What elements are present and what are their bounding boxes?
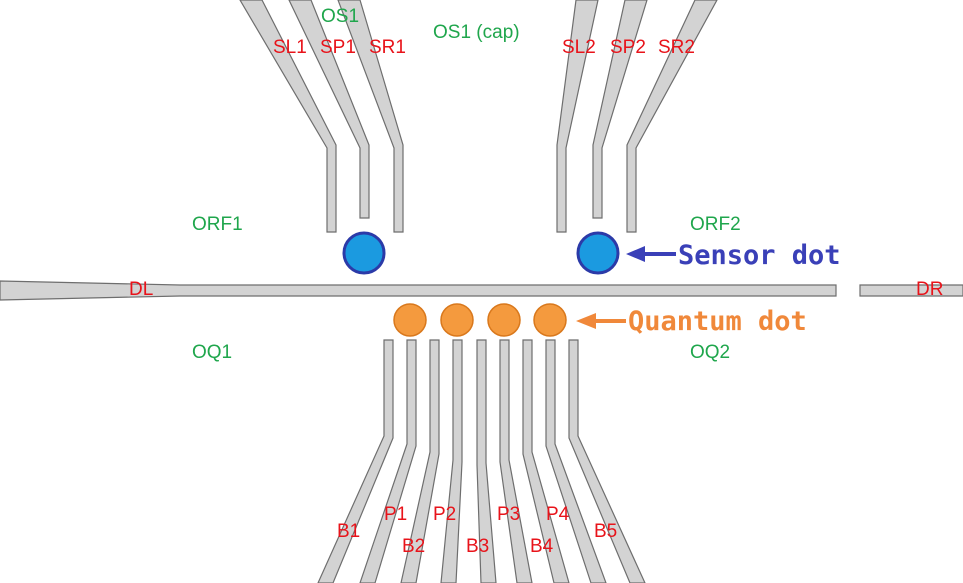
gate-label-p1: P1 [384, 504, 407, 525]
gate-label-b2: B2 [402, 536, 425, 557]
gate-sl2 [556, 0, 599, 233]
sensor-dot-callout: Sensor dot [678, 240, 841, 271]
ohmic-label-orf1: ORF1 [192, 214, 243, 235]
gate-label-sp2: SP2 [610, 37, 646, 58]
ohmic-label-oq2: OQ2 [690, 342, 730, 363]
quantum-dot-1 [393, 303, 427, 337]
sensor-dot-right [576, 231, 620, 275]
gate-p4 [545, 339, 607, 583]
gate-p3 [499, 339, 533, 583]
gate-sp1 [288, 0, 370, 219]
sensor-arrow-icon [626, 246, 676, 262]
gate-label-p2: P2 [433, 504, 456, 525]
quantum-dot-2 [440, 303, 474, 337]
gate-label-b5: B5 [594, 521, 617, 542]
gate-label-sl2: SL2 [562, 37, 596, 58]
gate-p1 [359, 339, 417, 583]
gate-b1 [317, 339, 394, 583]
gate-label-p3: P3 [497, 504, 520, 525]
gate-sl1 [239, 0, 337, 233]
quantum-dot-callout: Quantum dot [628, 306, 807, 337]
gate-label-b3: B3 [466, 536, 489, 557]
quantum-dot-3 [487, 303, 521, 337]
gate-label-sr2: SR2 [658, 37, 695, 58]
gate-label-sp1: SP1 [320, 37, 356, 58]
quantum-arrow-icon [576, 313, 626, 329]
gate-dr [859, 284, 963, 297]
gate-label-b1: B1 [337, 521, 360, 542]
ohmic-label-oq1: OQ1 [192, 342, 232, 363]
quantum-dot-4 [533, 303, 567, 337]
gate-b2 [400, 339, 440, 583]
gate-label-b4: B4 [530, 536, 554, 557]
gate-dl [0, 280, 837, 301]
gate-b4 [522, 339, 570, 583]
gate-label-dl: DL [129, 279, 153, 300]
gate-b3 [476, 339, 497, 583]
gate-label-dr: DR [916, 279, 943, 300]
ohmic-label-os1-cap: OS1 (cap) [433, 22, 520, 43]
gate-label-p4: P4 [546, 504, 570, 525]
gate-label-sr1: SR1 [369, 37, 406, 58]
sensor-dot-left [342, 231, 386, 275]
gate-label-sl1: SL1 [273, 37, 307, 58]
ohmic-label-orf2: ORF2 [690, 214, 741, 235]
ohmic-label-os1: OS1 [321, 6, 359, 27]
gate-sr1 [337, 0, 404, 233]
gate-sp2 [592, 0, 648, 219]
gate-b5 [568, 339, 646, 583]
gate-p2 [440, 339, 463, 583]
gate-sr2 [626, 0, 718, 233]
